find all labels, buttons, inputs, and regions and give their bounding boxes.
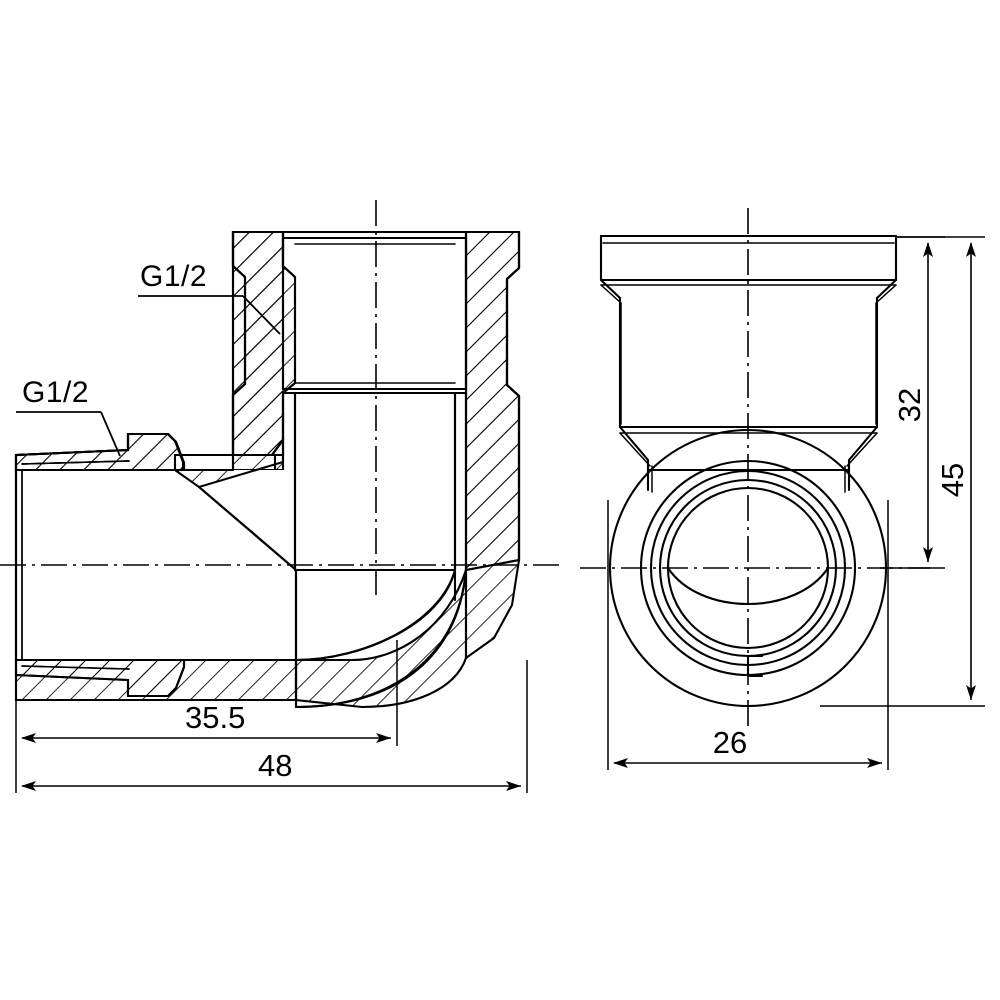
dim-32-label: 32	[892, 388, 927, 422]
callout-lower-leader	[100, 411, 121, 457]
dim-35-5	[15, 640, 398, 746]
socket-cavity	[283, 238, 466, 393]
hatch-branch-right-rim	[464, 230, 521, 572]
end-view-right	[580, 208, 930, 726]
dim-45-label: 45	[935, 463, 970, 497]
section-view-left	[0, 200, 560, 709]
throat-crescent-arc	[666, 566, 830, 605]
thread-callout-lower-label: G1/2	[22, 376, 89, 409]
dim-45	[820, 236, 985, 707]
dim-35-5-label: 35.5	[185, 700, 245, 735]
callout-lower-g12	[16, 411, 121, 457]
hatch-bottom-run	[14, 658, 298, 702]
callout-upper-leader	[242, 295, 281, 335]
dim-48-label: 48	[258, 748, 292, 783]
dim-26-label: 26	[713, 725, 747, 760]
end-view-shoulder-upper	[599, 278, 898, 304]
thread-callout-upper-label: G1/2	[140, 260, 207, 293]
bore-cavity-horizontal	[16, 470, 386, 660]
dim-48	[15, 660, 528, 793]
callout-upper-g12	[138, 295, 281, 335]
branch-right-rim-hatch	[464, 230, 521, 572]
end-view-top-collar	[599, 234, 898, 286]
dim-26	[607, 500, 889, 770]
